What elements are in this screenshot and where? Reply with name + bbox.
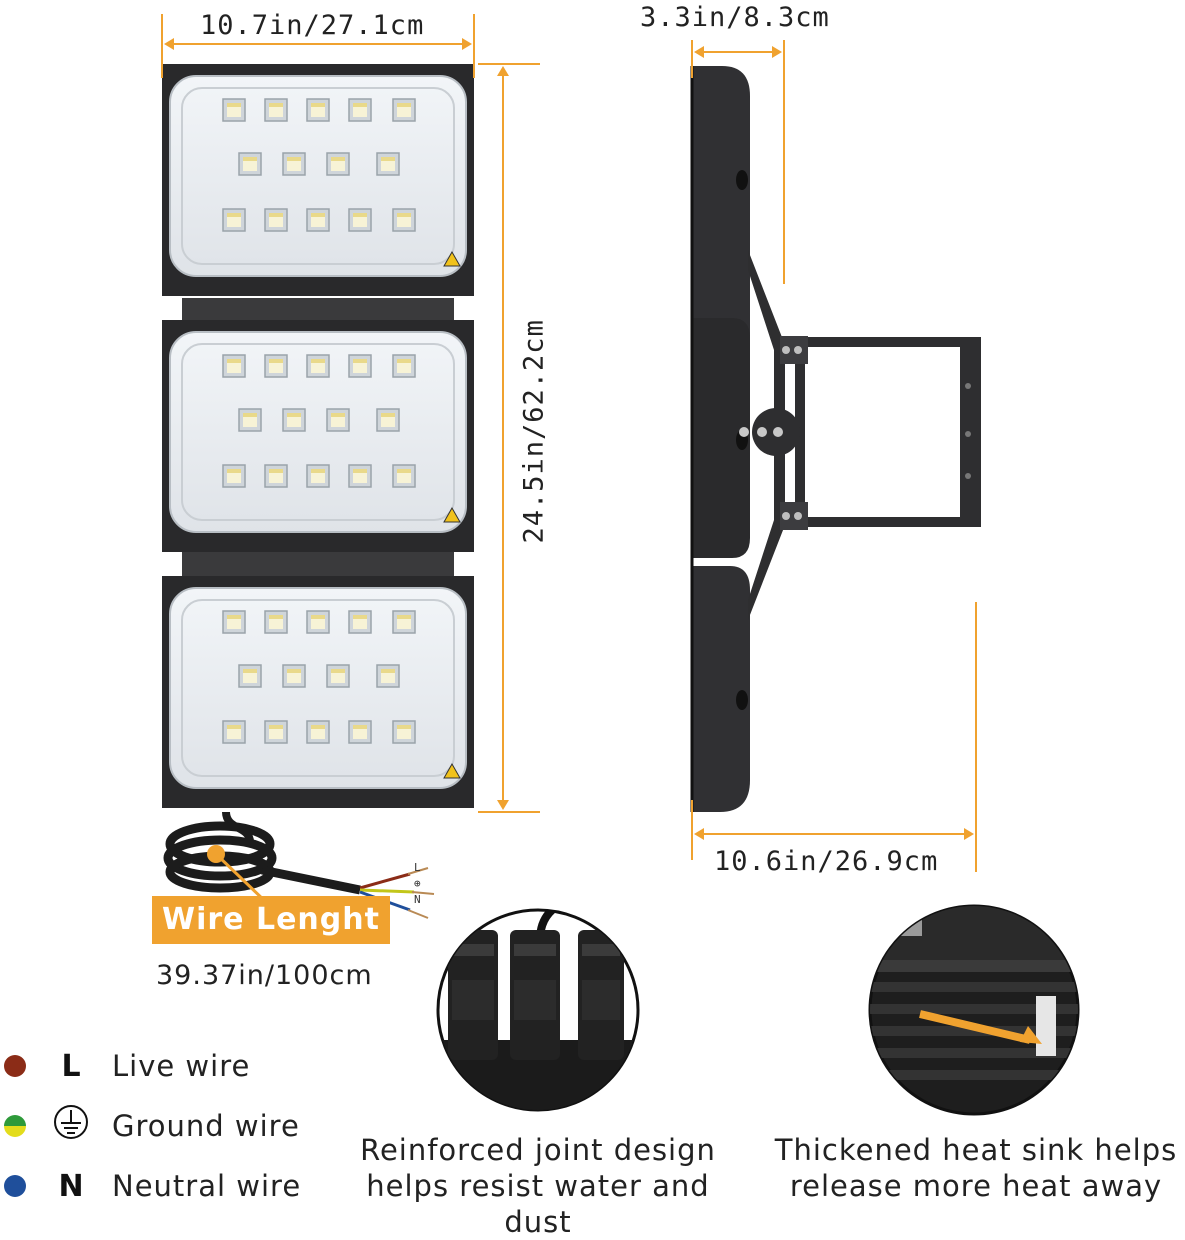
wire-end-label-neutral: N	[414, 893, 421, 906]
front-width-dimension	[161, 14, 475, 78]
neutral-color-dot	[4, 1175, 26, 1197]
heat-sink-caption-line2: release more heat away	[789, 1169, 1163, 1203]
joint-detail-image	[436, 908, 640, 1112]
live-color-dot	[4, 1055, 26, 1077]
product-illustration	[161, 14, 1080, 1116]
legend-ground: Ground wire	[4, 1103, 301, 1149]
side-width-dimension	[691, 602, 977, 872]
joint-caption: Reinforced joint design helps resist wat…	[350, 1132, 726, 1240]
wire-end-label-live: L	[414, 861, 421, 874]
live-label: Live wire	[112, 1049, 251, 1083]
heat-sink-detail-image	[868, 904, 1080, 1116]
joint-caption-line1: Reinforced joint design	[360, 1133, 716, 1167]
heat-sink-caption: Thickened heat sink helps release more h…	[770, 1132, 1182, 1204]
neutral-symbol: N	[58, 1168, 84, 1204]
side-view	[690, 66, 981, 812]
wire-length-value: 39.37in/100cm	[156, 960, 373, 991]
live-symbol: L	[61, 1048, 81, 1084]
front-width-label: 10.7in/27.1cm	[200, 10, 425, 41]
ground-label: Ground wire	[112, 1109, 300, 1143]
wire-length-badge: Wire Lenght	[152, 896, 390, 944]
front-view	[162, 64, 474, 808]
side-depth-dimension	[691, 40, 785, 284]
side-depth-label: 3.3in/8.3cm	[640, 2, 830, 33]
power-cable	[163, 811, 435, 919]
side-width-label: 10.6in/26.9cm	[714, 846, 939, 877]
wire-end-labels: L ⊕ N	[414, 860, 421, 908]
front-height-dimension	[478, 63, 540, 813]
wire-end-label-ground: ⊕	[414, 877, 421, 890]
heat-sink-caption-line1: Thickened heat sink helps	[774, 1133, 1178, 1167]
legend-neutral: N Neutral wire	[4, 1166, 301, 1206]
ground-color-dot	[4, 1115, 26, 1137]
ground-icon	[52, 1103, 90, 1149]
neutral-label: Neutral wire	[112, 1169, 302, 1203]
joint-caption-line2: helps resist water and dust	[366, 1169, 710, 1239]
wire-legend: L Live wire Ground wire N Neutral wire	[4, 1046, 301, 1206]
front-height-label: 24.5in/62.2cm	[518, 319, 550, 544]
legend-live: L Live wire	[4, 1046, 301, 1086]
